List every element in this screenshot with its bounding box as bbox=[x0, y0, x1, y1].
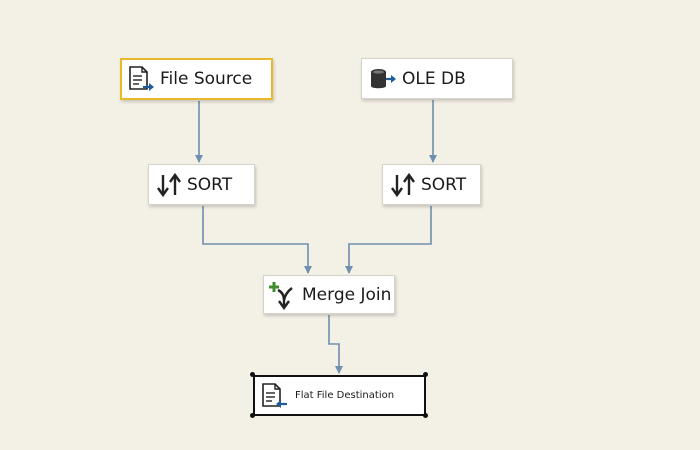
resize-handle-top-left[interactable] bbox=[250, 372, 255, 377]
resize-handle-bottom-right[interactable] bbox=[423, 413, 428, 418]
sort-right-label: SORT bbox=[421, 174, 467, 195]
merge-join-icon bbox=[268, 280, 298, 310]
ole-db-node[interactable]: OLE DB bbox=[361, 58, 513, 99]
merge-join-label: Merge Join bbox=[302, 284, 392, 305]
file-source-node[interactable]: File Source bbox=[120, 58, 273, 100]
sort-right-node[interactable]: SORT bbox=[382, 164, 481, 205]
flat-file-source-icon bbox=[126, 64, 156, 94]
resize-handle-top-right[interactable] bbox=[423, 372, 428, 377]
file-source-label: File Source bbox=[160, 69, 253, 89]
ole-db-label: OLE DB bbox=[402, 68, 466, 89]
sort-arrows-icon bbox=[389, 171, 417, 199]
sort-left-node[interactable]: SORT bbox=[148, 164, 255, 205]
merge-join-node[interactable]: Merge Join bbox=[263, 275, 395, 314]
database-source-icon bbox=[368, 64, 398, 94]
resize-handle-bottom-left[interactable] bbox=[250, 413, 255, 418]
flat-file-destination-icon bbox=[259, 381, 289, 411]
connector-sort-left-to-merge-join[interactable] bbox=[202, 206, 312, 274]
flat-file-destination-label: Flat File Destination bbox=[295, 390, 395, 401]
sort-arrows-icon bbox=[155, 171, 183, 199]
connector-sort-right-to-merge-join[interactable] bbox=[345, 206, 432, 274]
flat-file-destination-node[interactable]: Flat File Destination bbox=[253, 375, 426, 416]
connector-merge-join-to-flat-file-destination[interactable] bbox=[328, 315, 343, 374]
sort-left-label: SORT bbox=[187, 174, 233, 195]
